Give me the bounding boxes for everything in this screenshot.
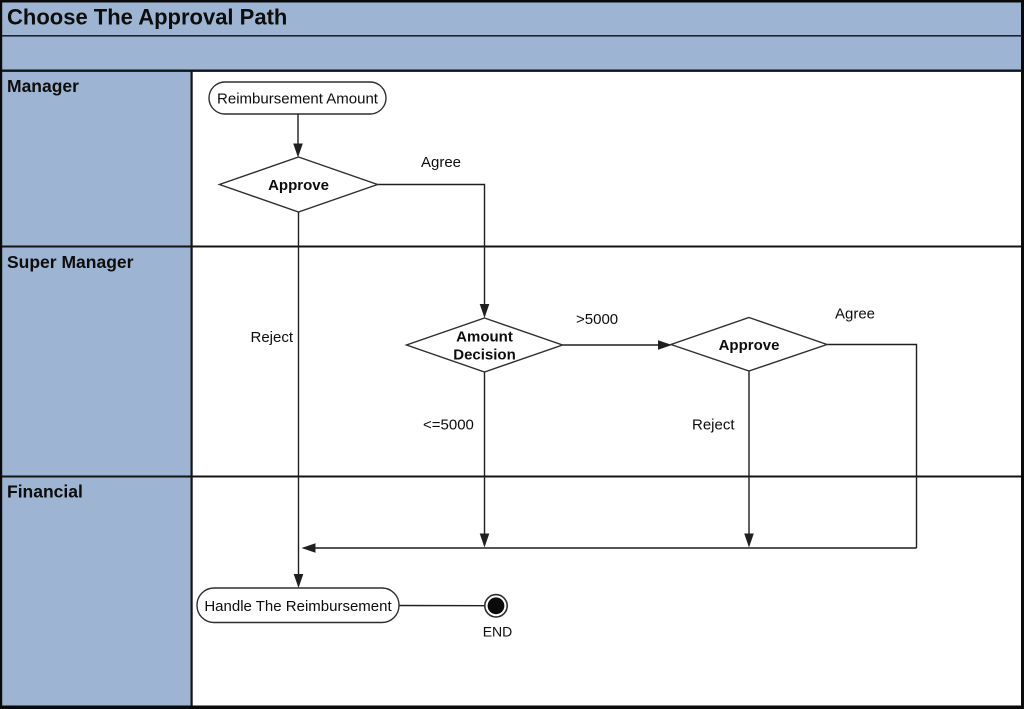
svg-text:Financial: Financial (7, 482, 83, 502)
svg-text:Agree: Agree (835, 306, 875, 323)
svg-text:END: END (483, 623, 513, 639)
svg-text:Manager: Manager (7, 76, 79, 96)
svg-text:Approve: Approve (268, 177, 329, 194)
svg-text:Super Manager: Super Manager (7, 252, 134, 272)
svg-text:>5000: >5000 (576, 311, 618, 328)
svg-text:Amount: Amount (456, 329, 513, 346)
svg-text:Choose The Approval Path: Choose The Approval Path (7, 5, 287, 30)
svg-text:Agree: Agree (421, 154, 461, 171)
svg-text:Approve: Approve (719, 337, 780, 354)
svg-text:Reimbursement Amount: Reimbursement Amount (217, 91, 379, 108)
svg-text:Handle The Reimbursement: Handle The Reimbursement (204, 598, 392, 615)
svg-text:<=5000: <=5000 (423, 417, 474, 434)
svg-text:Reject: Reject (692, 417, 735, 434)
svg-text:Decision: Decision (453, 347, 516, 364)
svg-text:Reject: Reject (251, 329, 294, 346)
